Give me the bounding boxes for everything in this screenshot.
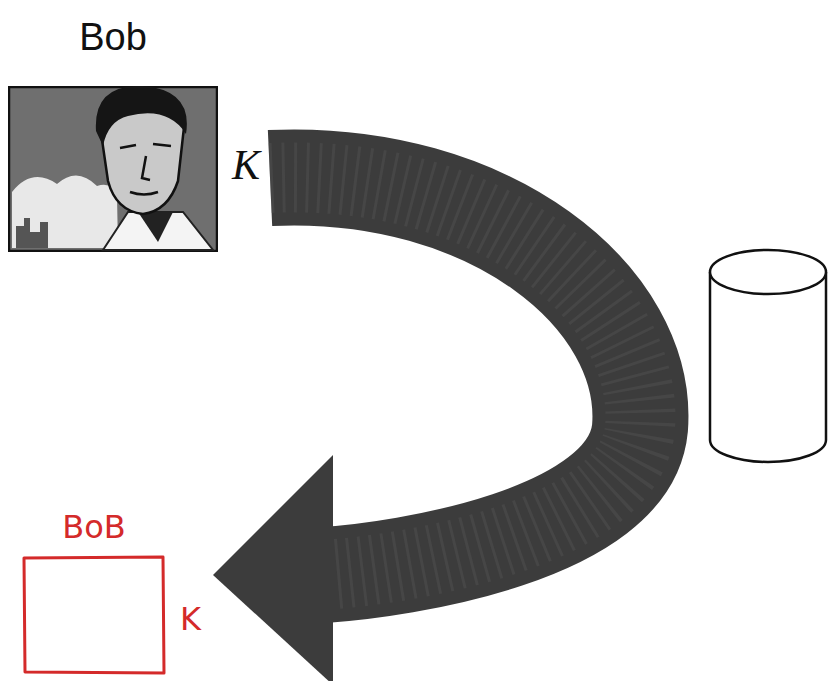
name-label: Bob (79, 16, 147, 59)
cylinder (710, 250, 826, 462)
portrait-box: BobK (8, 6, 264, 252)
name-label: BoB (62, 508, 125, 546)
key-label: K (180, 600, 201, 638)
empty-frame (22, 555, 166, 675)
image-box: BoB K (20, 500, 205, 675)
key-label: K (232, 141, 260, 189)
curved-arrow (213, 177, 640, 681)
portrait-picture (8, 86, 218, 252)
